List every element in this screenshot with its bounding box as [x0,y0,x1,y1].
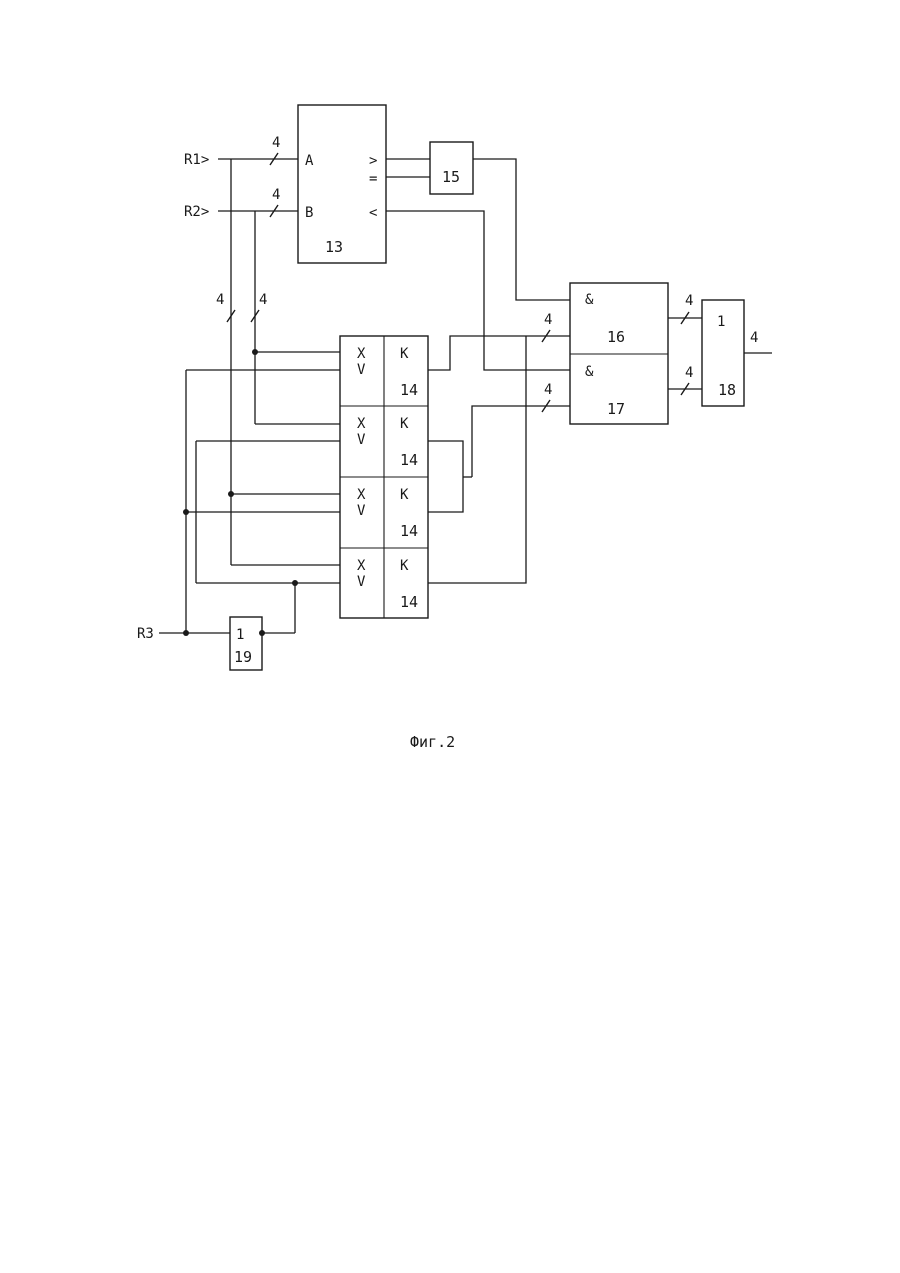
mux-column: X V K 14 X V K 14 X V K 14 X V K 14 [340,336,428,618]
input-r3-label: R3 [137,626,154,642]
input-r2-label: R2> [184,204,209,220]
junctions [183,349,298,636]
mux-cell-v: V [357,362,366,378]
mux-cell-k: K [400,487,409,503]
mux-cell-v: V [357,503,366,519]
comparator-out-gt: > [369,153,377,169]
comparator-port-a: A [305,153,314,169]
or18-number: 18 [718,381,736,399]
inv19-symbol: 1 [236,627,244,643]
comparator-port-b: B [305,205,313,221]
input-r1-label: R1> [184,152,209,168]
and16-number: 16 [607,328,625,346]
mux-cell-k: K [400,346,409,362]
mux-cell-number: 14 [400,522,418,540]
mux-cell-v: V [357,574,366,590]
bus-width-label: 4 [685,293,693,309]
inv19-number: 19 [234,648,252,666]
mux-cell-k: K [400,416,409,432]
mux-cell-x: X [357,558,366,574]
bus-width-label: 4 [544,382,552,398]
mux-cell-number: 14 [400,381,418,399]
bus-width-label: 4 [259,292,267,308]
bus-width-label: 4 [272,187,280,203]
mux-cell-x: X [357,487,366,503]
mux-cell-v: V [357,432,366,448]
mux-cell-x: X [357,416,366,432]
mux-cell-number: 14 [400,451,418,469]
and16-symbol: & [585,292,594,308]
figure-caption: Фиг.2 [410,733,455,751]
bus-width-label: 4 [544,312,552,328]
comparator-number: 13 [325,238,343,256]
bus-width-label: 4 [685,365,693,381]
comparator-out-lt: < [369,205,377,221]
bus-width-label: 4 [750,330,758,346]
and17-symbol: & [585,364,594,380]
mux-cell-k: K [400,558,409,574]
comparator-out-eq: = [369,171,377,187]
and17-number: 17 [607,400,625,418]
wires [159,159,772,633]
block-15-number: 15 [442,168,460,186]
bus-width-label: 4 [272,135,280,151]
mux-cell-number: 14 [400,593,418,611]
or18-symbol: 1 [717,314,725,330]
bus-width-label: 4 [216,292,224,308]
mux-cell-x: X [357,346,366,362]
